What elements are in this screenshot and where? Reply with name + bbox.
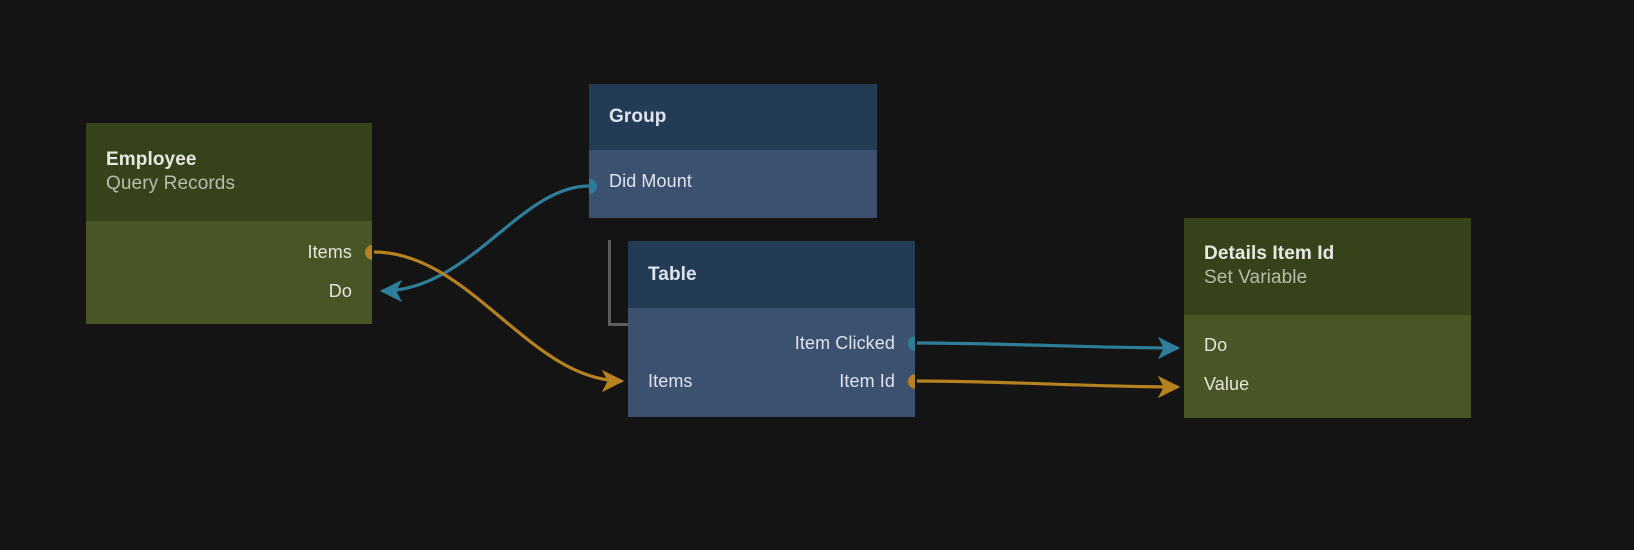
node-details-item-id-header: Details Item Id Set Variable bbox=[1184, 218, 1471, 315]
port-employee-do-label[interactable]: Do bbox=[329, 280, 352, 302]
port-label: Do bbox=[328, 281, 352, 301]
port-label: Value bbox=[1204, 374, 1250, 394]
node-employee[interactable]: Employee Query Records Items Do bbox=[86, 123, 372, 324]
node-details-item-id-subtitle: Set Variable bbox=[1204, 267, 1308, 289]
node-table-title: Table bbox=[648, 263, 697, 285]
node-group-body: Did Mount bbox=[589, 150, 877, 218]
port-group-did-mount-label[interactable]: Did Mount bbox=[609, 170, 692, 192]
node-table[interactable]: Table Item Clicked Items Item Id bbox=[628, 241, 915, 417]
port-dot-group-did-mount[interactable] bbox=[589, 178, 597, 194]
node-employee-header: Employee Query Records bbox=[86, 123, 372, 221]
node-employee-subtitle: Query Records bbox=[106, 172, 236, 194]
edge-item-id-to-details-value bbox=[916, 375, 1181, 399]
node-details-item-id-title: Details Item Id bbox=[1204, 243, 1335, 265]
port-dot-table-item-id[interactable] bbox=[907, 373, 915, 389]
port-dot-employee-items[interactable] bbox=[365, 244, 372, 260]
port-label: Item Id bbox=[839, 371, 895, 391]
port-label: Items bbox=[648, 371, 693, 391]
node-employee-body: Items Do bbox=[86, 221, 372, 324]
port-table-item-clicked-label[interactable]: Item Clicked bbox=[795, 332, 895, 354]
edge-employee-items-to-table-items bbox=[373, 250, 625, 393]
node-table-body: Item Clicked Items Item Id bbox=[628, 308, 915, 417]
node-group[interactable]: Group Did Mount bbox=[589, 84, 877, 218]
port-details-value-label[interactable]: Value bbox=[1204, 373, 1249, 395]
node-group-title: Group bbox=[609, 106, 667, 128]
port-label: Do bbox=[1204, 335, 1228, 355]
node-details-item-id[interactable]: Details Item Id Set Variable Do Value bbox=[1184, 218, 1471, 418]
port-employee-items-label[interactable]: Items bbox=[307, 241, 352, 263]
port-label: Item Clicked bbox=[794, 333, 895, 353]
port-label: Items bbox=[307, 242, 352, 262]
node-group-header: Group bbox=[589, 84, 877, 150]
edge-did-mount-to-employee-do bbox=[379, 184, 590, 303]
port-label: Did Mount bbox=[609, 171, 692, 191]
node-table-header: Table bbox=[628, 241, 915, 308]
node-employee-title: Employee bbox=[106, 148, 197, 170]
group-child-bracket bbox=[608, 240, 630, 326]
port-details-do-label[interactable]: Do bbox=[1204, 334, 1227, 356]
port-table-items-label[interactable]: Items bbox=[648, 370, 693, 392]
port-table-item-id-label[interactable]: Item Id bbox=[839, 370, 895, 392]
edge-item-clicked-to-details-do bbox=[916, 336, 1181, 360]
port-dot-table-item-clicked[interactable] bbox=[907, 335, 915, 351]
node-details-item-id-body: Do Value bbox=[1184, 315, 1471, 418]
